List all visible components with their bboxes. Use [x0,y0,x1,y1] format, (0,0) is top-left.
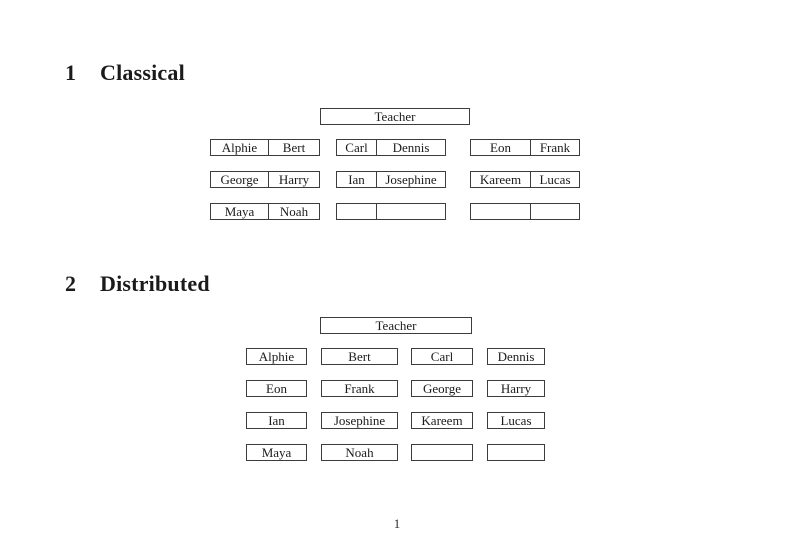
seat-box: Carl [411,348,473,365]
desk-seat: George [211,172,269,187]
seat-box: Harry [487,380,545,397]
seat-box: Eon [246,380,307,397]
desk-seat [471,204,531,219]
section-title: Distributed [100,271,210,296]
seat-box: Bert [321,348,398,365]
teacher-box: Teacher [320,108,470,125]
seat-box: Frank [321,380,398,397]
seat-box [411,444,473,461]
seat-box: Ian [246,412,307,429]
desk: Alphie Bert [210,139,320,156]
section-heading-classical: 1 Classical [65,62,185,84]
seat-box: Alphie [246,348,307,365]
desk-seat: Josephine [385,172,437,187]
seat-box: Dennis [487,348,545,365]
desk-seat: Harry [278,172,310,187]
desk-seat [531,204,579,219]
desk: George Harry [210,171,320,188]
seat-box: Maya [246,444,307,461]
page-number: 1 [393,516,401,531]
seat-box: George [411,380,473,397]
desk: Ian Josephine [336,171,446,188]
desk: Kareem Lucas [470,171,580,188]
desk-seat: Noah [279,204,309,219]
section-title: Classical [100,60,185,85]
desk-seat: Kareem [471,172,531,187]
desk [470,203,580,220]
desk-seat [377,204,445,219]
desk [336,203,446,220]
desk-seat: Carl [337,140,377,155]
desk-seat: Dennis [392,140,430,155]
desk-seat: Bert [282,140,306,155]
desk-seat: Alphie [211,140,269,155]
desk: Maya Noah [210,203,320,220]
desk-seat: Eon [471,140,531,155]
desk-seat: Ian [337,172,377,187]
desk-seat [337,204,377,219]
seat-box: Josephine [321,412,398,429]
desk: Carl Dennis [336,139,446,156]
teacher-box: Teacher [320,317,472,334]
desk-seat: Frank [539,140,571,155]
desk: Eon Frank [470,139,580,156]
seat-box: Lucas [487,412,545,429]
section-number: 2 [65,271,77,296]
seat-box [487,444,545,461]
desk-seat: Maya [211,204,269,219]
seat-box: Noah [321,444,398,461]
section-heading-distributed: 2 Distributed [65,273,210,295]
desk-seat: Lucas [539,172,571,187]
section-number: 1 [65,60,77,85]
seat-box: Kareem [411,412,473,429]
